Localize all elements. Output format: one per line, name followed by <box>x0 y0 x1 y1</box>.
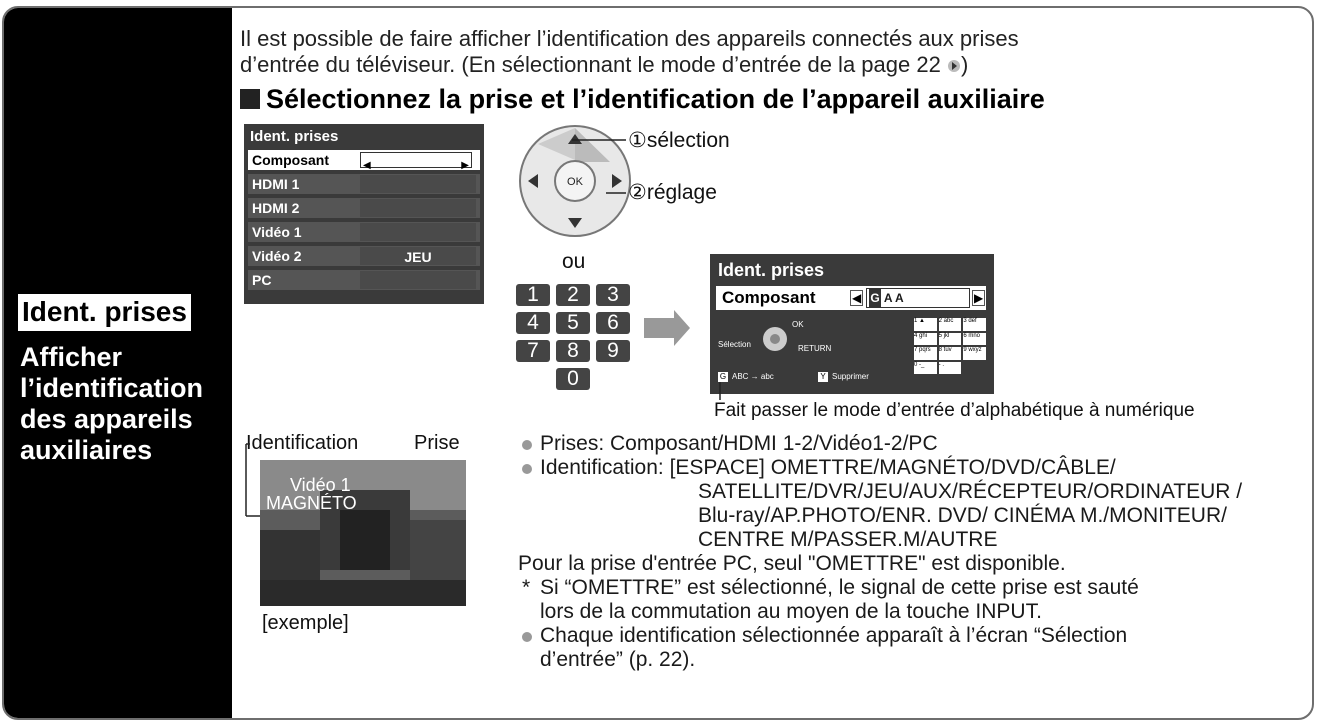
menu-row-video2[interactable]: Vidéo 2 JEU <box>248 246 480 266</box>
key-4[interactable]: 4 <box>516 312 550 334</box>
list-item: Identification: [ESPACE] OMETTRE/MAGNÉTO… <box>518 456 1312 480</box>
page-reference-icon <box>947 60 960 72</box>
ident-prises-menu: Ident. prises Composant ◀ ▶ HDMI 1 HDMI … <box>244 124 484 304</box>
remote-dpad[interactable]: OK <box>518 124 632 238</box>
list-item: Chaque identification sélectionnée appar… <box>518 624 1312 648</box>
sidebar-subtitle-line: Afficher <box>20 342 123 372</box>
text-entry-field[interactable]: G A A <box>866 288 970 308</box>
sidebar-subtitle-line: l’identification <box>20 373 204 403</box>
list-item: Prises: Composant/HDMI 1-2/Vidéo1-2/PC <box>518 432 1312 456</box>
keypad-grid: 1 ▲ 2 abc 3 def 4 ghi 5 jkl 6 mno 7 pqrs… <box>914 318 986 374</box>
pc-note: Pour la prise d'entrée PC, seul "OMETTRE… <box>518 552 1066 575</box>
menu-row-label: Composant <box>722 288 816 307</box>
cursor-g-icon: G <box>869 289 881 307</box>
list-item: Si “OMETTRE” est sélectionné, le signal … <box>518 576 1312 600</box>
key-3[interactable]: 3 <box>596 284 630 306</box>
building-photo-icon <box>260 460 466 606</box>
ident-prises-edit-menu: Ident. prises Composant ◀ G A A ▶ Sélect… <box>710 254 994 394</box>
section-heading: Sélectionnez la prise et l’identificatio… <box>240 84 1045 115</box>
sidebar-subtitle-line: auxiliaires <box>20 435 153 465</box>
menu-row-composant[interactable]: Composant ◀ ▶ <box>248 150 480 171</box>
notes-list: Prises: Composant/HDMI 1-2/Vidéo1-2/PC I… <box>518 432 1312 672</box>
key-0[interactable]: 0 <box>556 368 590 390</box>
ok-label: OK <box>792 320 804 329</box>
list-item-continuation: CENTRE M/PASSER.M/AUTRE <box>698 528 998 551</box>
right-arrow-icon: ▶ <box>972 290 986 306</box>
sidebar-title: Ident. prises <box>18 294 191 331</box>
y-button-icon: Y <box>818 372 828 382</box>
heading-square-icon <box>240 89 260 109</box>
step-selection-label: ①sélection <box>628 129 730 152</box>
key-8[interactable]: 8 <box>556 340 590 362</box>
list-item-continuation: lors de la commutation au moyen de la to… <box>540 600 1042 623</box>
key-7[interactable]: 7 <box>516 340 550 362</box>
selection-label: Sélection <box>718 340 751 349</box>
left-arrow-icon: ◀ <box>850 290 864 306</box>
page-frame: Ident. prises Afficher l’identification … <box>2 6 1314 720</box>
key-2[interactable]: 2 <box>556 284 590 306</box>
example-photo: Vidéo 1 MAGNÉTO <box>260 460 466 606</box>
delete-label: Supprimer <box>832 372 869 381</box>
menu-title: Ident. prises <box>250 128 339 145</box>
g-button-icon: G <box>718 372 728 382</box>
key-6[interactable]: 6 <box>596 312 630 334</box>
return-label: RETURN <box>798 344 832 353</box>
overlay-text: Vidéo 1 MAGNÉTO <box>266 475 357 513</box>
sidebar: Ident. prises Afficher l’identification … <box>4 8 232 718</box>
menu-row-value: ◀ ▶ <box>360 152 472 171</box>
key-1[interactable]: 1 <box>516 284 550 306</box>
dpad-ok-label: OK <box>567 176 584 188</box>
menu-row-hdmi2[interactable]: HDMI 2 <box>248 198 480 218</box>
or-label: ou <box>562 250 586 273</box>
example-caption: [exemple] <box>262 612 349 634</box>
intro-line: Il est possible de faire afficher l’iden… <box>240 26 1019 51</box>
main-content: Il est possible de faire afficher l’iden… <box>232 8 1312 718</box>
menu-row-hdmi1[interactable]: HDMI 1 <box>248 174 480 194</box>
list-item-continuation: d’entrée” (p. 22). <box>540 648 696 671</box>
mini-dpad-icon <box>763 327 787 351</box>
sidebar-subtitle: Afficher l’identification des appareils … <box>20 342 230 466</box>
sidebar-subtitle-line: des appareils <box>20 404 193 434</box>
intro-text: Il est possible de faire afficher l’iden… <box>240 26 1019 78</box>
list-item-continuation: SATELLITE/DVR/JEU/AUX/RÉCEPTEUR/ORDINATE… <box>698 480 1243 503</box>
prise-label: Prise <box>414 432 460 454</box>
menu-row-pc[interactable]: PC <box>248 270 480 290</box>
key-9[interactable]: 9 <box>596 340 630 362</box>
identification-label: Identification <box>246 432 359 454</box>
key-5[interactable]: 5 <box>556 312 590 334</box>
menu2-caption: Fait passer le mode d’entrée d’alphabéti… <box>714 400 1195 421</box>
intro-line: d’entrée du téléviseur. (En sélectionnan… <box>240 52 969 77</box>
annotation-lines <box>572 139 626 194</box>
caption-pointer <box>719 382 721 400</box>
abc-toggle-label: ABC → abc <box>732 372 774 381</box>
right-arrow-icon: ▶ <box>461 160 469 171</box>
menu-title: Ident. prises <box>718 260 825 280</box>
menu-row-video1[interactable]: Vidéo 1 <box>248 222 480 242</box>
menu-edit-row[interactable]: Composant ◀ G A A ▶ <box>716 286 986 310</box>
list-item-continuation: Blu-ray/AP.PHOTO/ENR. DVD/ CINÉMA M./MON… <box>698 504 1227 527</box>
step-reglage-label: ②réglage <box>628 181 717 204</box>
arrow-right-icon <box>644 310 690 346</box>
left-arrow-icon: ◀ <box>363 160 371 171</box>
